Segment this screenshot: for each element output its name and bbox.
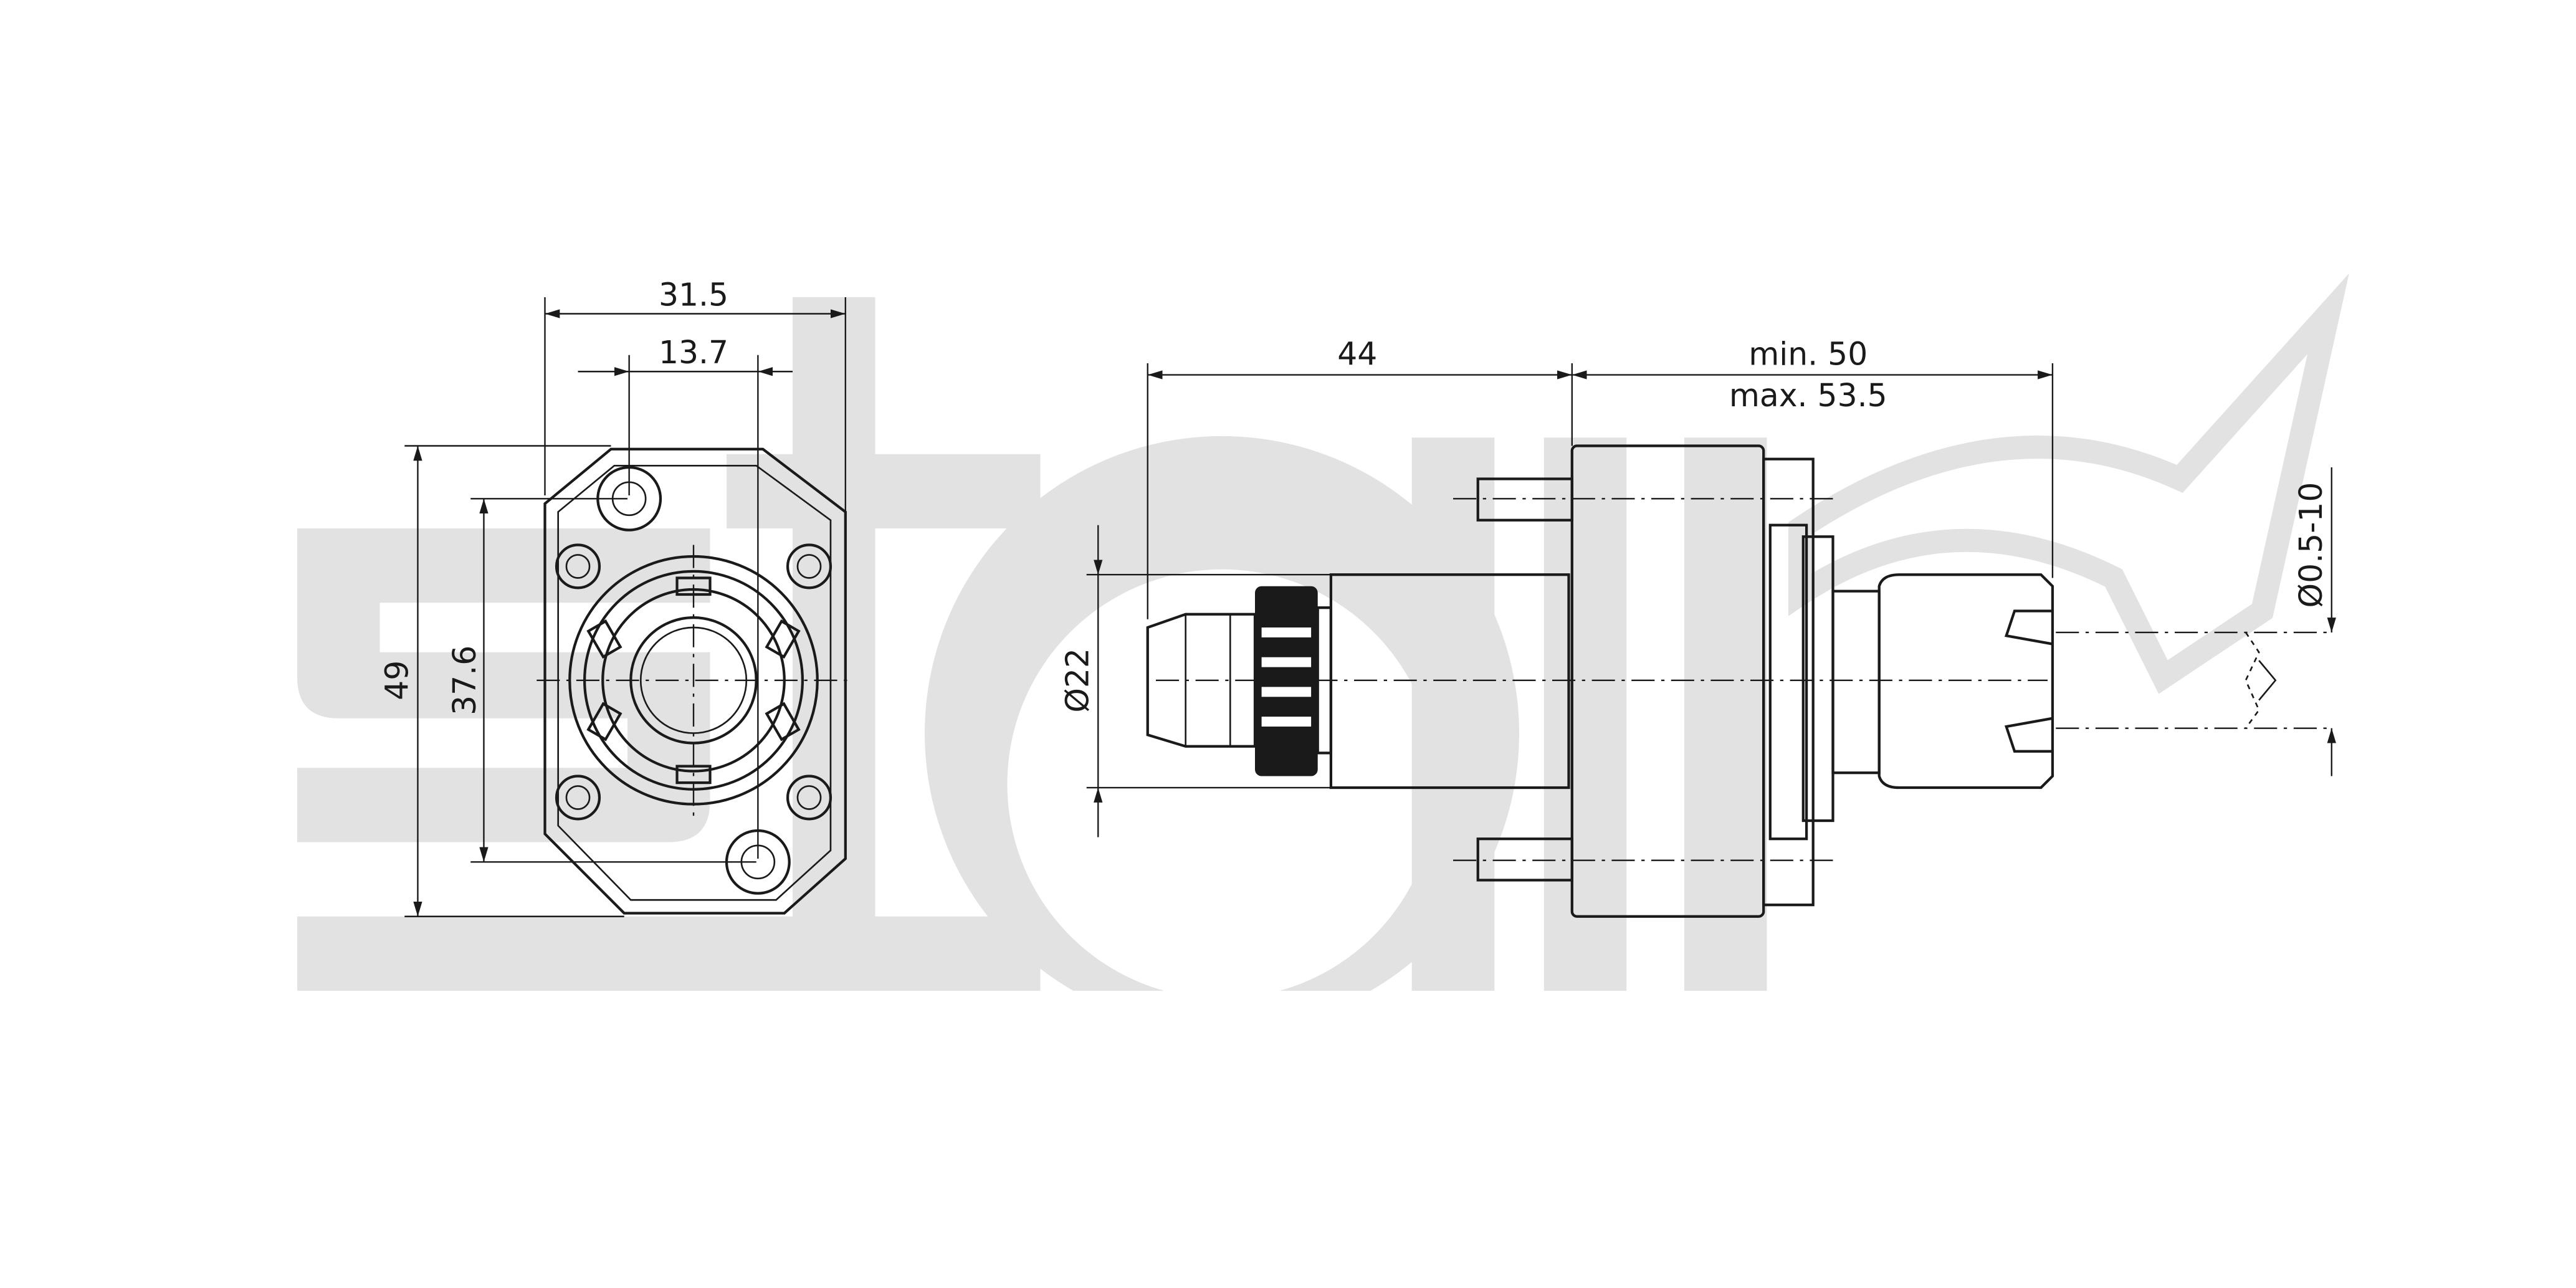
knurled-ring — [1255, 586, 1318, 776]
dim-shank-length: 44 — [1337, 336, 1377, 373]
side-view: 44 min. 50 max. 53.5 Ø22 Ø0.5-10 — [1059, 336, 2336, 918]
dim-height-overall: 49 — [379, 661, 416, 700]
dim-hole-spacing-horizontal: 13.7 — [659, 334, 728, 371]
dim-projection-min: min. 50 — [1748, 336, 1868, 373]
dim-shank-diameter: Ø22 — [1059, 648, 1095, 713]
dim-width-overall: 31.5 — [659, 276, 728, 313]
dim-projection-max: max. 53.5 — [1729, 377, 1887, 414]
dim-hole-spacing-vertical: 37.6 — [446, 646, 483, 715]
front-view: 31.5 13.7 49 37.6 — [379, 276, 851, 917]
dim-collet-range: Ø0.5-10 — [2292, 482, 2329, 608]
